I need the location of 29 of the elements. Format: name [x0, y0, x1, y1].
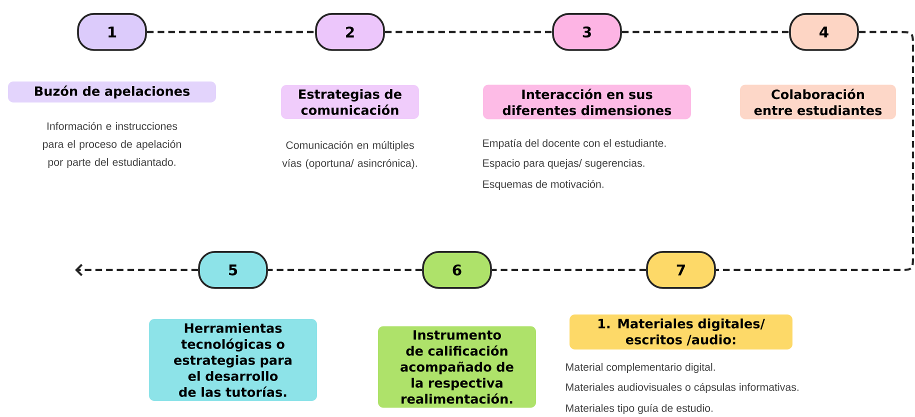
- heading-box: Herramientas tecnológicas o estrategias para el desarrollo de las tutorías.: [149, 319, 317, 401]
- description-text: Comunicación en múltiples vías (oportuna/ asincrónica).: [282, 140, 417, 170]
- dashed-connector: [622, 30, 790, 34]
- dashed-connector: [75, 264, 198, 276]
- number-pill: 7: [646, 251, 716, 289]
- description-text: Materiales tipo guía de estudio.: [566, 404, 712, 414]
- number-pill: 1: [77, 13, 147, 51]
- description-text: Esquemas de motivación.: [483, 180, 604, 190]
- dashed-connector: [146, 30, 316, 34]
- heading-box: Colaboración entre estudiantes: [740, 84, 896, 120]
- heading-box: 1. Materiales digitales/ escritos /audio:: [570, 314, 792, 350]
- dashed-connector: [492, 268, 646, 272]
- number-pill: 4: [789, 13, 859, 51]
- dashed-connector: [384, 30, 552, 34]
- heading-box: Instrumento de calificación acompañado de la respectiva realimentación.: [378, 326, 536, 408]
- number-pill: 6: [422, 251, 492, 289]
- number-pill: 2: [315, 13, 385, 51]
- dashed-connector: [716, 30, 914, 272]
- description-text: Información e instrucciones para el proceso de apelación por parte del estudiantado.: [43, 122, 181, 168]
- dashed-connector: [268, 268, 422, 272]
- heading-box: Interacción en sus diferentes dimensiones: [483, 84, 691, 120]
- number-pill: 3: [552, 13, 622, 51]
- number-pill: 5: [198, 251, 268, 289]
- description-text: Empatía del docente con el estudiante.: [483, 138, 666, 150]
- description-text: Materiales audiovisuales o cápsulas informativas.: [566, 382, 798, 394]
- heading-box: Estrategias de comunicación: [281, 85, 419, 119]
- description-text: Espacio para quejas/ sugerencias.: [483, 159, 644, 169]
- description-text: Material complementario digital.: [566, 363, 715, 373]
- heading-box: Buzón de apelaciones: [8, 82, 216, 102]
